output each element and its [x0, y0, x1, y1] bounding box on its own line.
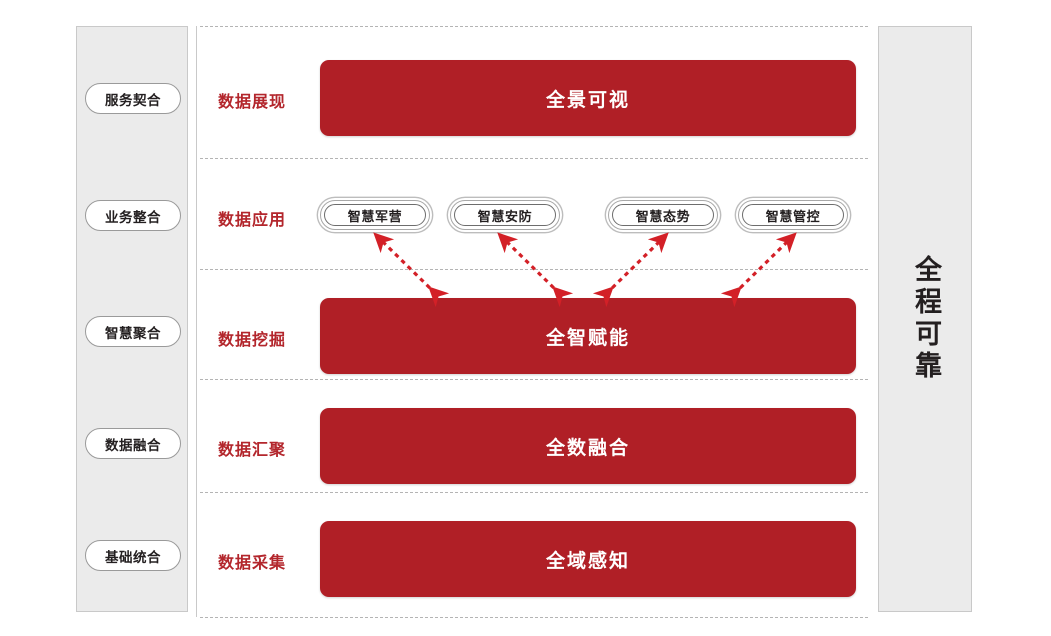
app-pill-label: 智慧态势 — [635, 208, 691, 224]
capability-bar-full-domain-sensing[interactable]: 全域感知 — [320, 521, 856, 597]
sidebar-item-data-fusion[interactable]: 数据融合 — [85, 428, 181, 459]
divider-bottom — [200, 617, 868, 618]
divider-aggregation-collection — [200, 492, 868, 493]
integration-rail-panel: 服务契合 业务整合 智慧聚合 数据融合 基础统合 — [76, 26, 188, 612]
app-pill-smart-control[interactable]: 智慧管控 — [738, 200, 848, 230]
app-pill-label: 智慧安防 — [477, 208, 533, 224]
reliability-rail-panel: 全程可靠 — [878, 26, 972, 612]
divider-application-mining — [200, 269, 868, 270]
capability-bar-panoramic-visibility[interactable]: 全景可视 — [320, 60, 856, 136]
sidebar-item-label: 智慧聚合 — [105, 325, 161, 341]
app-pill-smart-situation[interactable]: 智慧态势 — [608, 200, 718, 230]
column-divider — [196, 26, 197, 617]
app-pill-label: 智慧管控 — [765, 208, 821, 224]
layer-label-application: 数据应用 — [218, 212, 287, 229]
sidebar-item-service-fit[interactable]: 服务契合 — [85, 83, 181, 114]
sidebar-item-label: 基础统合 — [105, 549, 161, 565]
capability-bar-label: 全景可视 — [545, 89, 630, 111]
divider-top — [200, 26, 868, 27]
layer-label-collection: 数据采集 — [218, 555, 287, 572]
capability-bar-label: 全智赋能 — [545, 327, 630, 349]
reliability-rail-label: 全程可靠 — [910, 255, 941, 383]
sidebar-item-label: 数据融合 — [105, 437, 161, 453]
capability-bar-label: 全数融合 — [545, 437, 630, 459]
app-pill-label-wrap: 智慧军营 — [324, 204, 426, 226]
capability-bar-label: 全域感知 — [545, 550, 630, 572]
capability-bar-full-intelligence-empowerment[interactable]: 全智赋能 — [320, 298, 856, 374]
sidebar-item-infrastructure-unification[interactable]: 基础统合 — [85, 540, 181, 571]
sidebar-item-intelligence-convergence[interactable]: 智慧聚合 — [85, 316, 181, 347]
sidebar-item-business-integration[interactable]: 业务整合 — [85, 200, 181, 231]
capability-bar-full-data-fusion[interactable]: 全数融合 — [320, 408, 856, 484]
divider-presentation-application — [200, 158, 868, 159]
sidebar-item-label: 服务契合 — [105, 92, 161, 108]
sidebar-item-label: 业务整合 — [105, 209, 161, 225]
layer-label-aggregation: 数据汇聚 — [218, 442, 287, 459]
layer-label-presentation: 数据展现 — [218, 94, 287, 111]
app-pill-label: 智慧军营 — [347, 208, 403, 224]
app-pill-label-wrap: 智慧安防 — [454, 204, 556, 226]
app-pill-smart-barracks[interactable]: 智慧军营 — [320, 200, 430, 230]
layer-stack: 数据展现 数据应用 数据挖掘 数据汇聚 数据采集 全景可视 全智赋能 全数融合 … — [196, 26, 868, 618]
app-pill-label-wrap: 智慧管控 — [742, 204, 844, 226]
divider-mining-aggregation — [200, 379, 868, 380]
app-pill-smart-security[interactable]: 智慧安防 — [450, 200, 560, 230]
layer-label-mining: 数据挖掘 — [218, 332, 287, 349]
app-pill-label-wrap: 智慧态势 — [612, 204, 714, 226]
